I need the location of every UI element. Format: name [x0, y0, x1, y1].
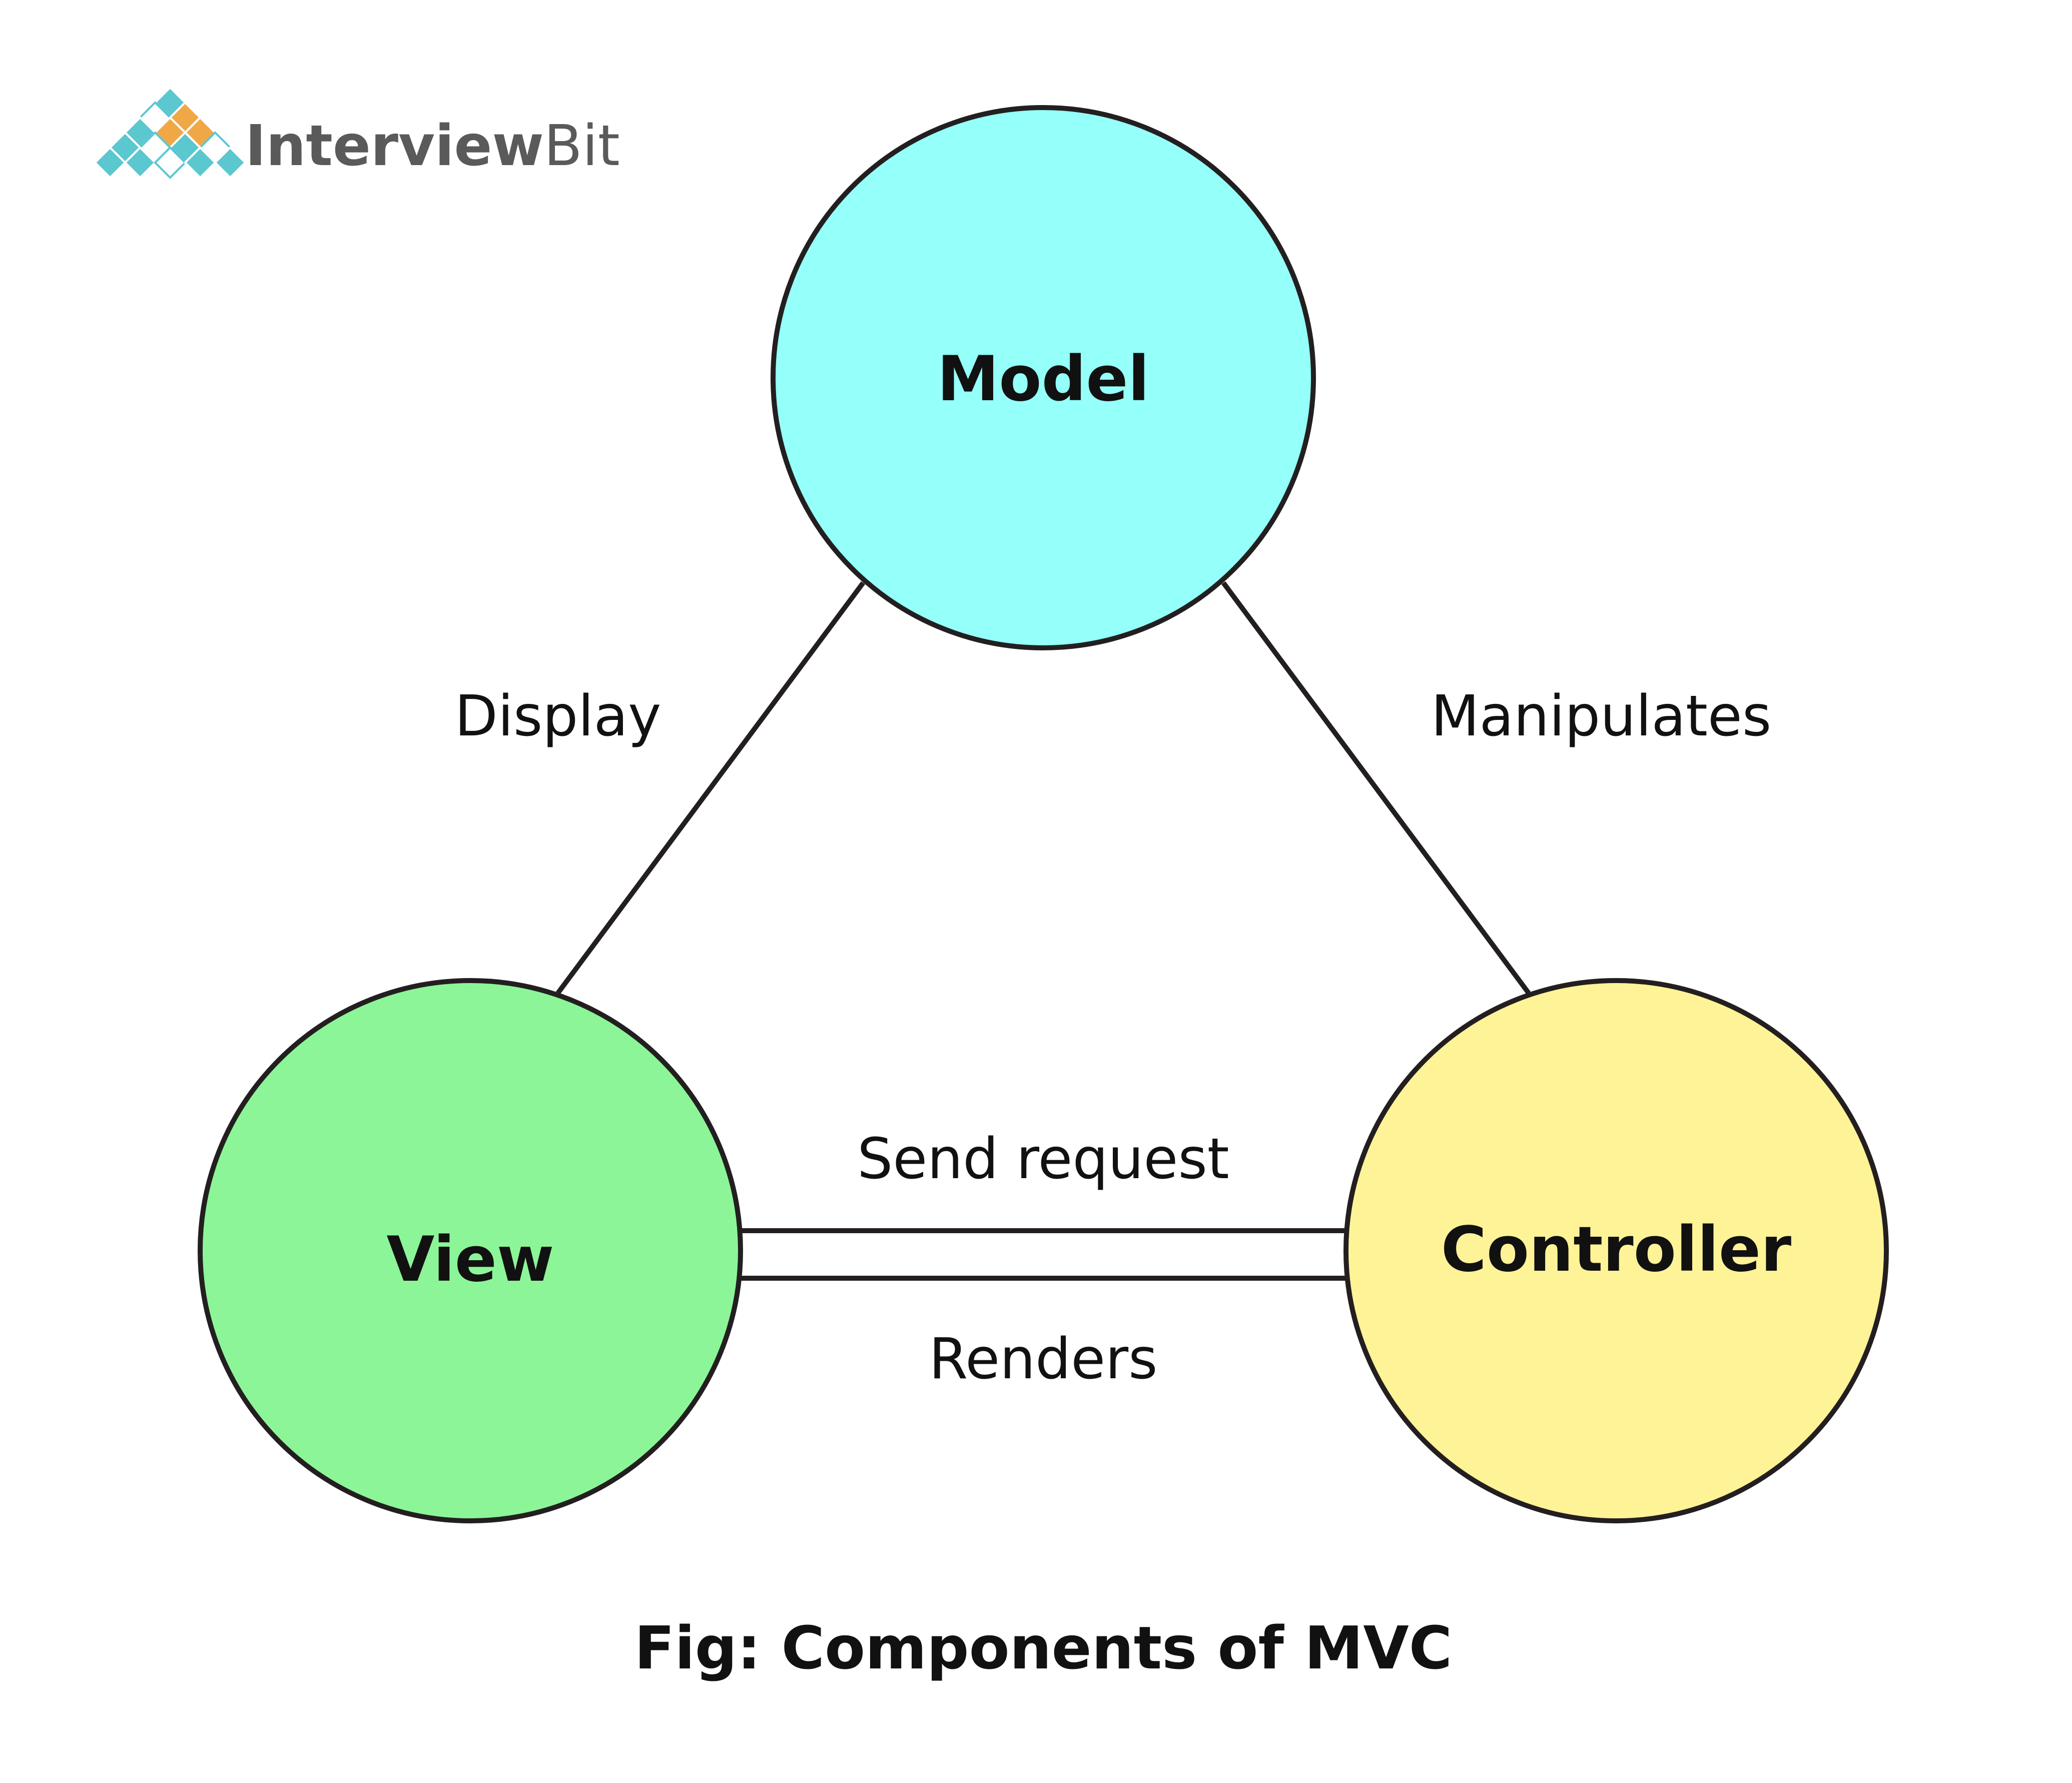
- figure-caption: Fig: Components of MVC: [634, 1613, 1453, 1682]
- node-controller-label: Controller: [1441, 1214, 1791, 1286]
- node-model-circle: [771, 105, 1316, 650]
- node-view-circle: [198, 978, 743, 1523]
- edge-controller-to-model: [1221, 581, 1531, 995]
- node-model-label: Model: [937, 343, 1149, 415]
- interviewbit-diamond-logo-icon: [94, 86, 247, 179]
- node-view-label: View: [387, 1224, 554, 1296]
- edge-view-to-model: [555, 581, 866, 995]
- brand-name: InterviewBit: [245, 114, 620, 179]
- node-controller: Controller: [1343, 978, 1889, 1523]
- edges: [555, 581, 1531, 1281]
- edge-label-manipulates: Manipulates: [1431, 684, 1771, 749]
- brand-name-bold: Interview: [245, 114, 544, 179]
- node-controller-circle: [1343, 978, 1889, 1523]
- interviewbit-logo: InterviewBit: [94, 86, 620, 179]
- edge-label-renders: Renders: [929, 1327, 1157, 1392]
- node-view: View: [198, 978, 743, 1523]
- brand-name-light: Bit: [544, 114, 620, 179]
- node-model: Model: [771, 105, 1316, 650]
- edge-label-display: Display: [455, 684, 661, 749]
- edge-label-send-request: Send request: [857, 1127, 1229, 1192]
